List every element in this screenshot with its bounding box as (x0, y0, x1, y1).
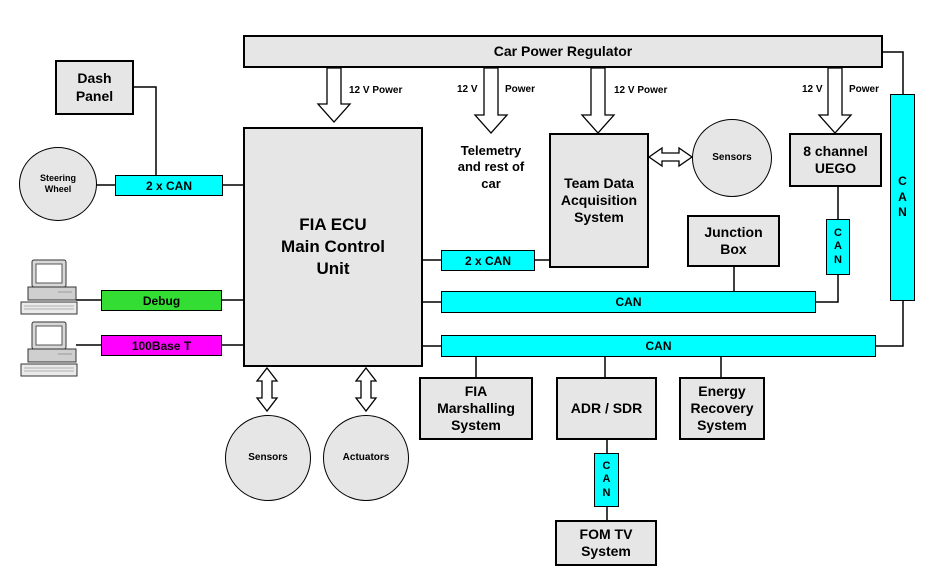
power-label-daq: 12 V Power (614, 85, 668, 96)
car-power-regulator-box: Car Power Regulator (243, 35, 883, 68)
power-label-ecu: 12 V Power (349, 85, 403, 96)
can-vertical-right-bus: C A N (890, 94, 915, 301)
actuators-circle: Actuators (323, 415, 409, 501)
dash-panel-box: Dash Panel (55, 60, 134, 115)
can-bus-upper: CAN (441, 291, 816, 313)
ethernet-100baset-link: 100Base T (101, 335, 222, 356)
adr-sdr-box: ADR / SDR (556, 377, 657, 440)
energy-recovery-box: Energy Recovery System (679, 377, 765, 440)
daq-sensors-circle: Sensors (692, 119, 772, 197)
can-vertical-fom-bus: C A N (594, 453, 619, 507)
uego-box: 8 channel UEGO (789, 133, 882, 187)
power-label-uego-power: Power (849, 84, 880, 95)
fom-tv-box: FOM TV System (555, 520, 657, 566)
can-2x-left-bus: 2 x CAN (115, 175, 223, 196)
fia-ecu-box: FIA ECU Main Control Unit (243, 127, 423, 367)
can-2x-daq-bus: 2 x CAN (441, 250, 535, 271)
can-vertical-uego-bus: C A N (826, 219, 850, 275)
can-bus-lower: CAN (441, 335, 876, 357)
team-data-acquisition-box: Team Data Acquisition System (549, 133, 649, 268)
power-label-telemetry-power: Power (505, 84, 536, 95)
junction-box: Junction Box (687, 215, 780, 267)
telemetry-label: Telemetry and rest of car (457, 143, 525, 191)
power-label-uego-volts: 12 V (802, 84, 823, 95)
computer-icon-ethernet (20, 321, 78, 377)
computer-icon-debug (20, 259, 78, 315)
steering-wheel-circle: Steering Wheel (19, 147, 97, 221)
ecu-sensors-circle: Sensors (225, 415, 311, 501)
debug-link: Debug (101, 290, 222, 311)
power-label-telemetry-volts: 12 V (457, 84, 478, 95)
fia-marshalling-box: FIA Marshalling System (419, 377, 533, 440)
